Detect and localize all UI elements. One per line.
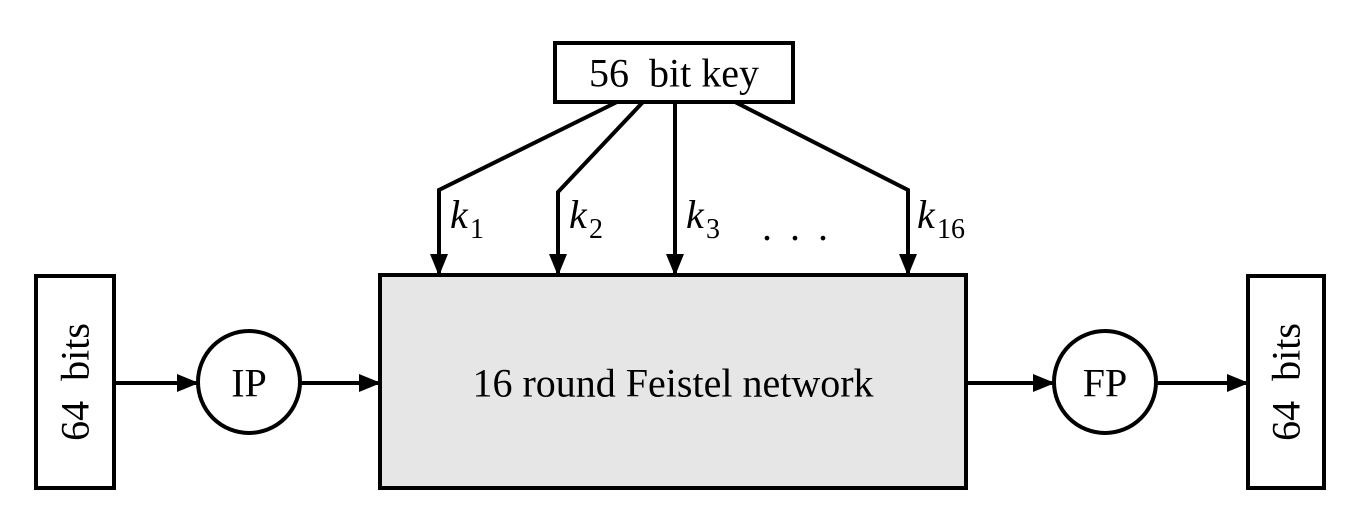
fp-node-label: FP [1083,361,1128,406]
output-box [1246,274,1326,490]
input-box-label: 64 bits [53,323,98,441]
round-key-arrow-k2 [549,100,645,276]
round-key-ellipsis: . . . [762,204,832,249]
key-box-label: 56 bit key [589,51,759,96]
round-key-label-k1-sub: 1 [470,214,484,245]
round-key-arrow-k1 [430,100,618,276]
output-box-label: 64 bits [1264,323,1309,441]
round-key-label-k16: k [917,192,936,237]
feistel-box-label: 16 round Feistel network [472,361,873,406]
input-box [34,274,116,490]
round-key-label-k3-sub: 3 [706,214,720,245]
round-key-label-k3: k [686,192,705,237]
round-key-arrow-k16 [734,100,917,276]
round-key-label-k2-sub: 2 [589,214,603,245]
round-key-label-k1: k [450,192,469,237]
round-key-label-k16-sub: 16 [937,214,965,245]
ip-node-label: IP [231,361,267,406]
round-key-label-k2: k [569,192,588,237]
